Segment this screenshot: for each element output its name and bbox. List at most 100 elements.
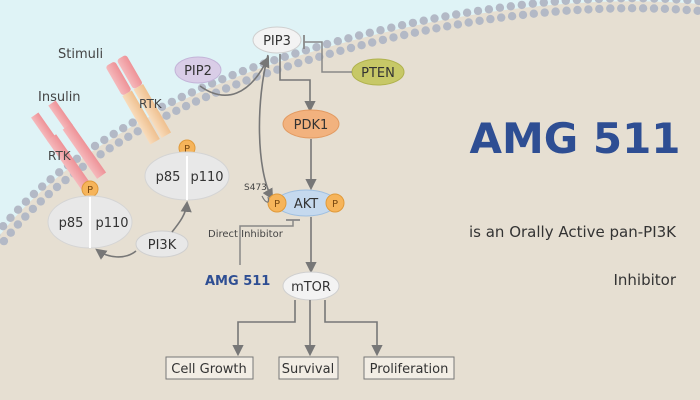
membrane-bead bbox=[528, 0, 537, 8]
membrane-bead bbox=[595, 4, 604, 14]
svg-text:p110: p110 bbox=[190, 170, 223, 185]
membrane-bead bbox=[594, 0, 603, 4]
svg-text:mTOR: mTOR bbox=[291, 280, 331, 295]
membrane-bead bbox=[238, 66, 248, 76]
membrane-bead bbox=[0, 236, 9, 246]
membrane-bead bbox=[13, 220, 23, 229]
svg-text:P: P bbox=[332, 199, 338, 210]
insulin-rtk-label: RTK bbox=[48, 149, 72, 163]
svg-text:PIP2: PIP2 bbox=[184, 64, 212, 79]
membrane-bead bbox=[464, 18, 473, 27]
membrane-bead bbox=[13, 205, 23, 214]
membrane-bead bbox=[389, 33, 398, 42]
membrane-bead bbox=[617, 4, 626, 13]
product-description-line2: Inhibitor bbox=[613, 271, 676, 289]
membrane-bead bbox=[29, 189, 39, 199]
membrane-bead bbox=[550, 0, 559, 6]
membrane-bead bbox=[539, 0, 548, 7]
membrane-bead bbox=[201, 92, 211, 102]
membrane-bead bbox=[78, 162, 88, 171]
arrow-pi3k-to-insulin-complex bbox=[95, 248, 137, 260]
membrane-bead bbox=[584, 5, 593, 14]
svg-text:Survival: Survival bbox=[282, 362, 334, 377]
membrane-bead bbox=[649, 4, 659, 13]
membrane-bead bbox=[694, 0, 700, 6]
membrane-bead bbox=[397, 21, 407, 30]
svg-text:PIP3: PIP3 bbox=[263, 34, 291, 49]
membrane-bead bbox=[453, 20, 463, 29]
membrane-bead bbox=[486, 14, 495, 24]
membrane-bead bbox=[221, 84, 231, 93]
membrane-bead bbox=[507, 12, 517, 21]
membrane-bead bbox=[280, 52, 289, 61]
membrane-bead bbox=[90, 141, 100, 151]
membrane-bead bbox=[96, 150, 105, 159]
membrane-bead bbox=[232, 80, 241, 89]
membrane-bead bbox=[562, 6, 571, 15]
membrane-bead bbox=[617, 0, 625, 3]
arrow-pip2-to-pip3 bbox=[199, 55, 270, 96]
outcome-cell-growth bbox=[165, 356, 254, 380]
stimuli-rtk-label: RTK bbox=[139, 97, 163, 111]
membrane-bead bbox=[387, 23, 396, 32]
drug-label: AMG 511 bbox=[205, 274, 270, 289]
s473-label: S473 bbox=[244, 183, 267, 193]
membrane-bead bbox=[128, 118, 137, 127]
membrane-bead bbox=[484, 5, 494, 14]
svg-text:p85: p85 bbox=[59, 216, 84, 231]
membrane-bead bbox=[344, 34, 353, 43]
direct-inhibitor-label: Direct Inhibitor bbox=[208, 229, 284, 240]
membrane-bead bbox=[517, 0, 526, 10]
membrane-bead bbox=[242, 76, 251, 85]
membrane-bead bbox=[378, 35, 388, 45]
akt-phospho-left bbox=[267, 193, 287, 213]
membrane-bead bbox=[312, 43, 321, 52]
outcome-survival bbox=[278, 356, 339, 380]
membrane-bead bbox=[583, 0, 593, 4]
membrane-bead bbox=[100, 135, 109, 145]
membrane-bead bbox=[452, 10, 461, 19]
arrow-pip3-to-pdk1 bbox=[279, 54, 316, 113]
svg-text:PDK1: PDK1 bbox=[294, 118, 329, 133]
membrane-bead bbox=[540, 8, 549, 17]
svg-text:PI3K: PI3K bbox=[148, 238, 177, 253]
membrane-bead bbox=[671, 5, 680, 14]
membrane-bead bbox=[354, 31, 364, 40]
membrane-bead bbox=[105, 144, 114, 153]
membrane-bead bbox=[430, 14, 439, 23]
membrane-bead bbox=[661, 0, 670, 3]
membrane-bead bbox=[157, 102, 167, 112]
pi3k-node bbox=[135, 230, 189, 258]
membrane-bead bbox=[638, 4, 648, 13]
membrane-bead bbox=[304, 55, 313, 65]
membrane-bead bbox=[21, 197, 31, 206]
membrane-bead bbox=[46, 175, 55, 184]
mtor-node bbox=[282, 271, 340, 301]
membrane-bead bbox=[606, 4, 615, 13]
membrane-bead bbox=[172, 106, 181, 116]
membrane-bead bbox=[346, 43, 356, 53]
membrane-bead bbox=[301, 46, 311, 55]
membrane-bead bbox=[683, 0, 692, 5]
membrane-bead bbox=[0, 222, 8, 231]
membrane-bead bbox=[376, 26, 385, 35]
membrane-bead bbox=[21, 212, 30, 221]
membrane-bead bbox=[109, 129, 118, 139]
svg-text:P: P bbox=[87, 185, 93, 196]
pip2-node bbox=[174, 56, 222, 84]
svg-text:p110: p110 bbox=[95, 216, 128, 231]
membrane-bead bbox=[124, 132, 133, 141]
membrane-bead bbox=[191, 97, 201, 106]
membrane-bead bbox=[38, 182, 47, 191]
membrane-bead bbox=[650, 0, 659, 3]
membrane-bead bbox=[133, 127, 142, 136]
membrane-bead bbox=[177, 92, 186, 102]
membrane-bead bbox=[400, 30, 409, 40]
svg-text:PTEN: PTEN bbox=[361, 66, 395, 81]
inhibition-line-amg511-akt bbox=[239, 220, 294, 265]
membrane-bead bbox=[325, 49, 334, 58]
membrane-bead bbox=[573, 5, 582, 15]
pten-inhibition-line bbox=[304, 41, 352, 73]
